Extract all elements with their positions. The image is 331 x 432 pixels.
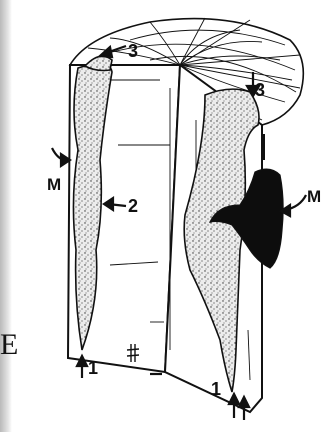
label-3-top-right: 3 — [255, 80, 265, 100]
label-1-left: 1 — [88, 358, 98, 378]
label-m-right: M — [307, 187, 321, 206]
label-2: 2 — [128, 196, 138, 216]
label-3-top-left: 3 — [128, 41, 138, 61]
label-m-left: M — [47, 175, 61, 194]
label-1-right: 1 — [211, 379, 221, 399]
